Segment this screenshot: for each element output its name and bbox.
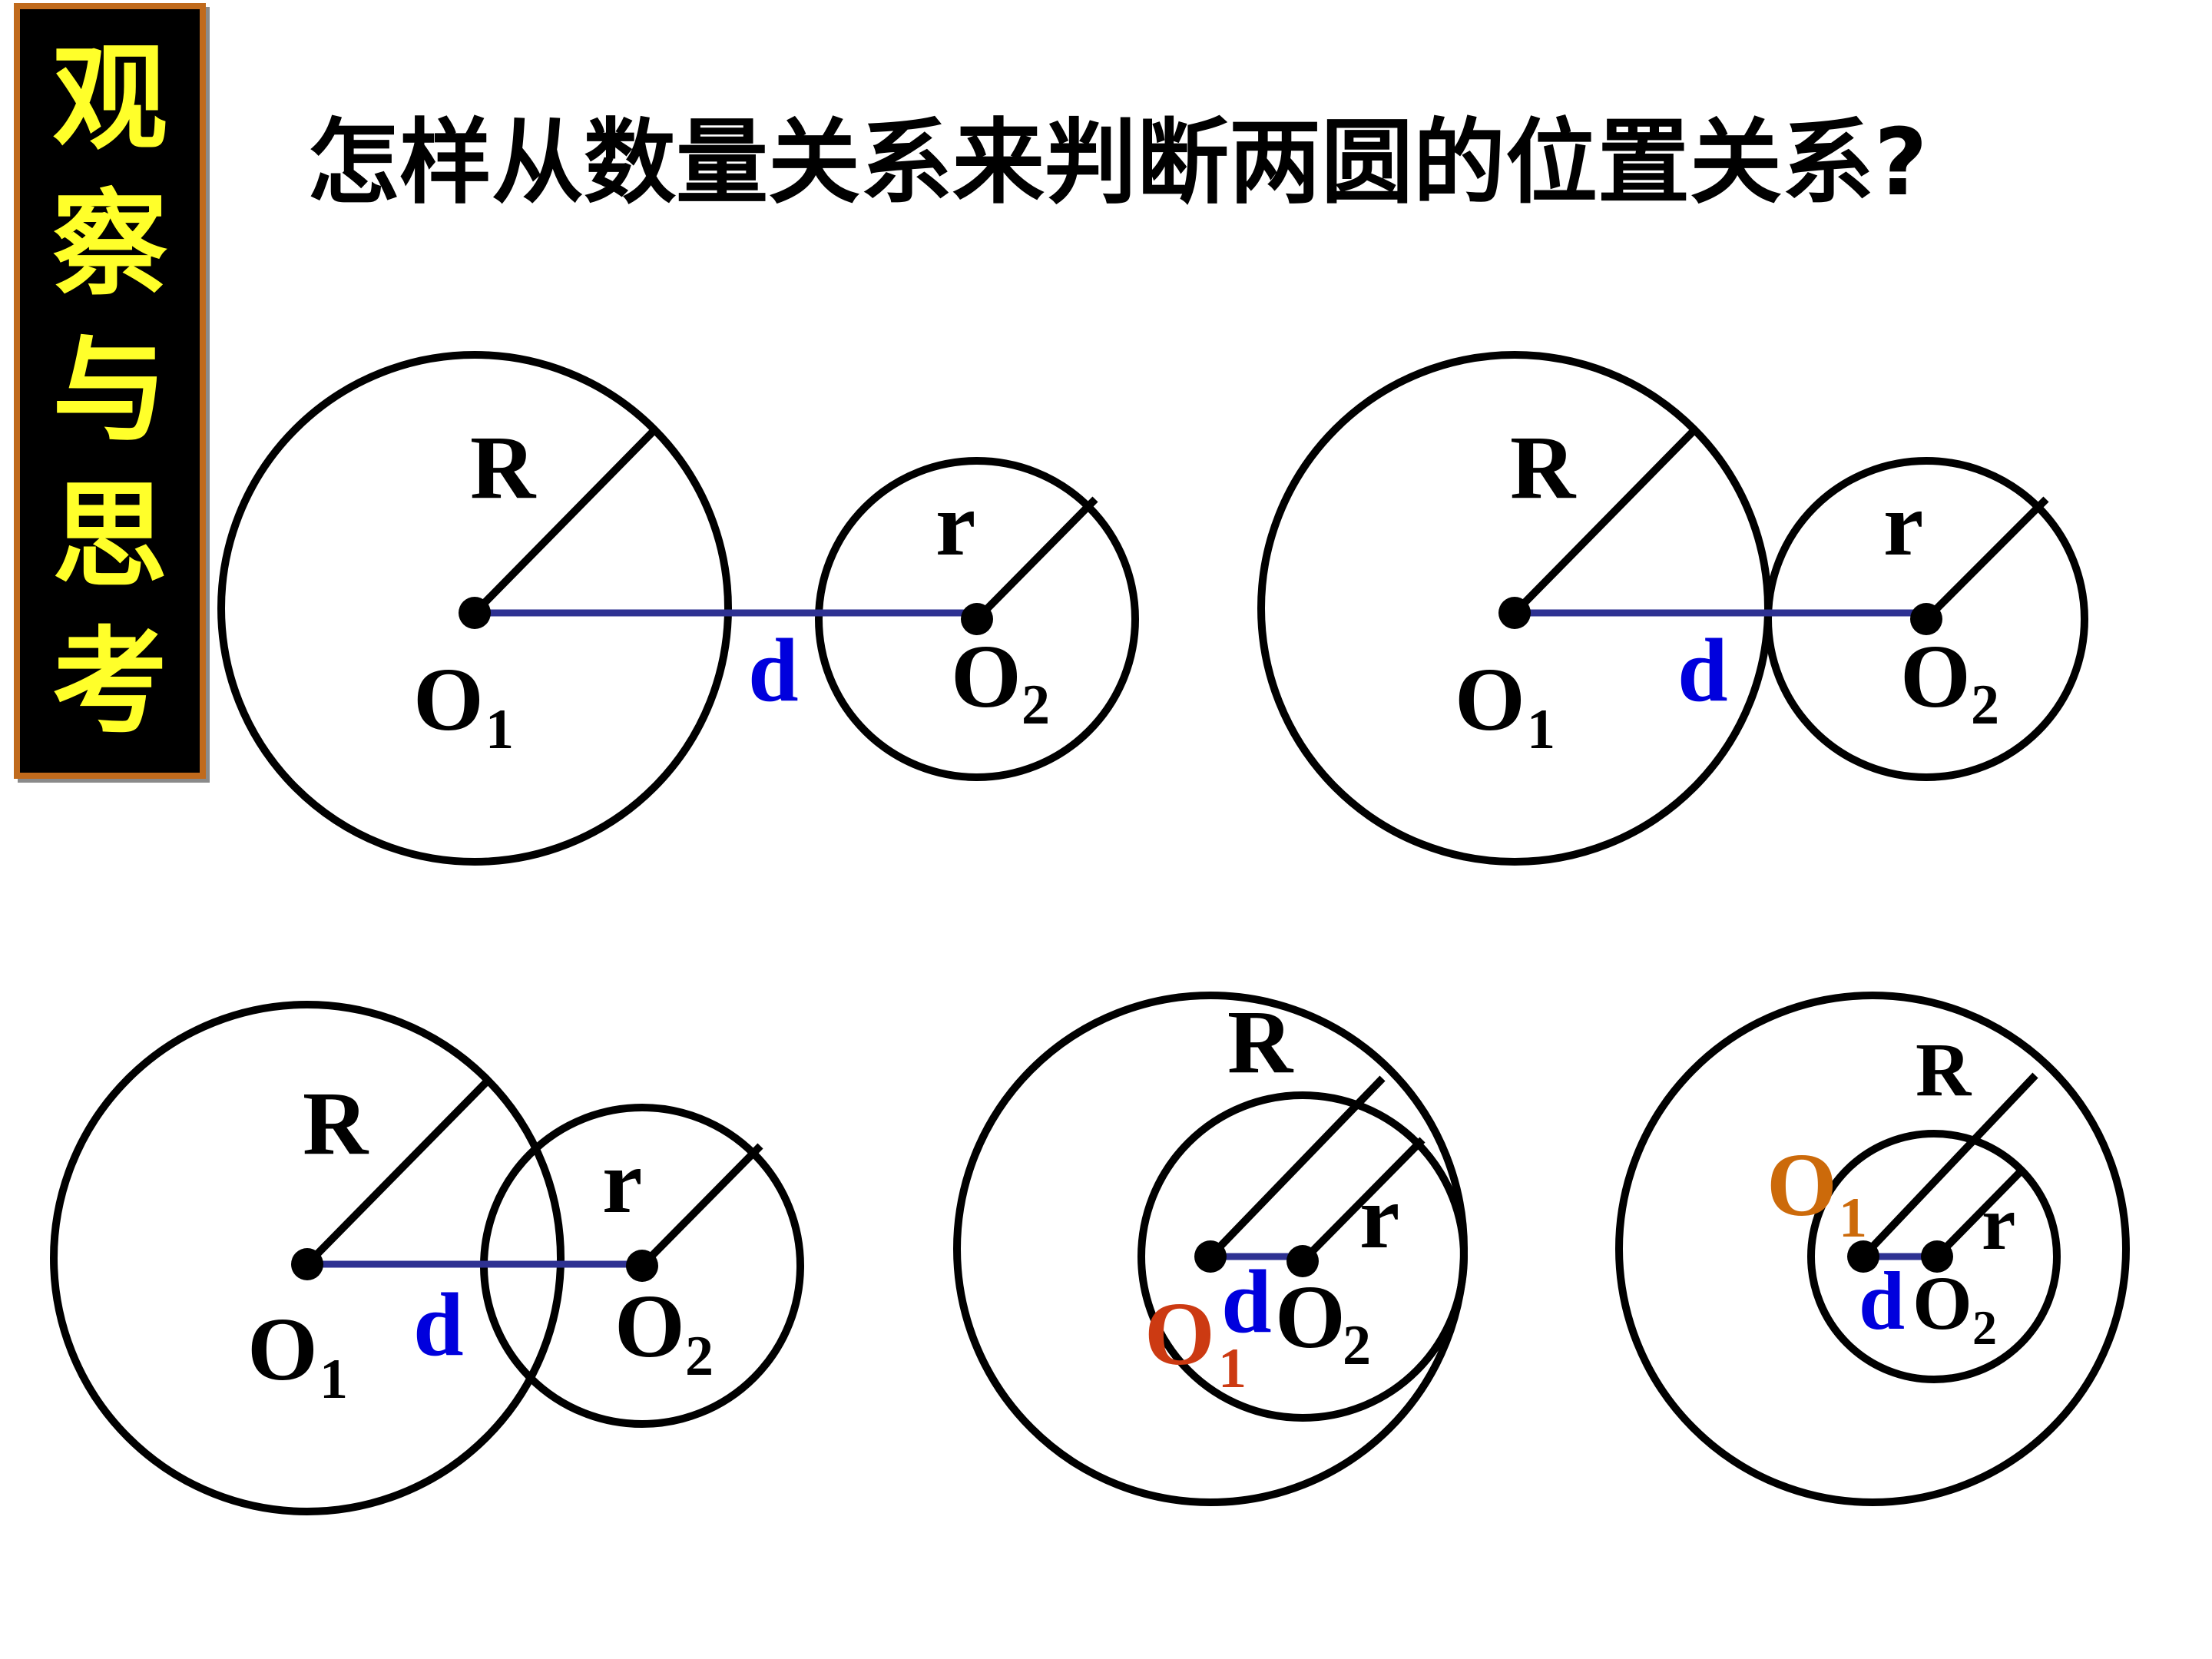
small-radius-line bbox=[1923, 496, 2049, 622]
center2-subscript: 2 bbox=[1343, 1314, 1371, 1377]
center-point-o1 bbox=[291, 1248, 323, 1280]
big-radius-label: R bbox=[1227, 992, 1294, 1092]
distance-label: d bbox=[413, 1274, 464, 1375]
center1-subscript: 1 bbox=[1218, 1337, 1247, 1400]
distance-label: d bbox=[1677, 620, 1728, 720]
center1-label: O bbox=[413, 649, 484, 750]
small-circle bbox=[1807, 1130, 2061, 1383]
center-point-o1 bbox=[1847, 1240, 1879, 1273]
small-radius-line bbox=[1934, 1166, 2026, 1260]
small-radius-label: r bbox=[602, 1131, 642, 1232]
center-point-o1 bbox=[1498, 597, 1531, 629]
center1-label: O bbox=[1455, 649, 1525, 750]
center2-subscript: 2 bbox=[1022, 674, 1050, 737]
small-radius-line bbox=[1300, 1137, 1426, 1264]
center1-label: O bbox=[1144, 1283, 1215, 1384]
diagram-internal-contained: R r d O 1 O 2 bbox=[1615, 992, 2130, 1506]
distance-label: d bbox=[1859, 1256, 1905, 1347]
center-point-o1 bbox=[459, 597, 491, 629]
distance-label: d bbox=[1221, 1251, 1272, 1352]
center-point-o2 bbox=[1921, 1240, 1953, 1273]
side-banner-char: 察 bbox=[51, 178, 167, 312]
side-banner: 观 察 与 思 考 bbox=[14, 3, 206, 779]
center2-label: O bbox=[1912, 1260, 1972, 1346]
big-radius-line bbox=[1860, 1072, 2038, 1260]
big-circle bbox=[217, 351, 732, 866]
center2-label: O bbox=[1900, 626, 1971, 727]
center1-subscript: 1 bbox=[1527, 698, 1555, 761]
big-radius-label: R bbox=[1510, 417, 1577, 518]
side-banner-char: 与 bbox=[51, 324, 167, 458]
center-point-o2 bbox=[961, 603, 993, 635]
page-title: 怎样从数量关系来判断两圆的位置关系? bbox=[307, 110, 1928, 217]
small-radius-label: r bbox=[1359, 1167, 1399, 1267]
small-circle bbox=[1764, 457, 2088, 781]
big-circle bbox=[1615, 992, 2130, 1506]
small-circle bbox=[1137, 1091, 1468, 1422]
diagram-external-tangent: R r d O 1 O 2 bbox=[1257, 351, 2088, 866]
center1-label: O bbox=[247, 1299, 318, 1399]
side-banner-char: 观 bbox=[51, 32, 167, 166]
diagram-internal-tangent: R r d O 1 O 2 bbox=[953, 992, 1468, 1506]
center-point-o2 bbox=[626, 1250, 658, 1282]
side-banner-char: 考 bbox=[51, 616, 167, 750]
center-point-o1 bbox=[1194, 1240, 1227, 1273]
center1-subscript: 1 bbox=[320, 1348, 348, 1411]
big-radius-line bbox=[472, 427, 657, 616]
center2-subscript: 2 bbox=[1972, 1300, 1997, 1355]
center1-subscript: 1 bbox=[485, 698, 514, 761]
center2-label: O bbox=[1275, 1267, 1346, 1367]
big-radius-line bbox=[304, 1078, 490, 1267]
big-radius-line bbox=[1512, 427, 1697, 616]
side-banner-char: 思 bbox=[51, 470, 167, 604]
big-radius-label: R bbox=[470, 417, 537, 518]
center2-subscript: 2 bbox=[685, 1325, 714, 1388]
center-point-o2 bbox=[1910, 603, 1942, 635]
big-radius-label: R bbox=[1916, 1027, 1972, 1112]
diagram-external-separate: R r d O 1 O 2 bbox=[217, 351, 1139, 866]
big-radius-label: R bbox=[303, 1073, 369, 1174]
center-point-o2 bbox=[1286, 1245, 1319, 1277]
center1-label: O bbox=[1767, 1134, 1837, 1235]
big-radius-line bbox=[1207, 1075, 1386, 1260]
center2-label: O bbox=[951, 626, 1022, 727]
center2-subscript: 2 bbox=[1971, 674, 1999, 737]
small-radius-label: r bbox=[935, 474, 975, 575]
small-radius-line bbox=[639, 1143, 763, 1269]
small-radius-label: r bbox=[1982, 1181, 2015, 1266]
diagram-intersecting: R r d O 1 O 2 bbox=[50, 1001, 804, 1515]
center1-subscript: 1 bbox=[1839, 1187, 1867, 1250]
big-circle bbox=[50, 1001, 565, 1515]
center2-label: O bbox=[614, 1276, 685, 1376]
small-radius-line bbox=[974, 496, 1098, 622]
small-circle bbox=[815, 457, 1139, 781]
small-radius-label: r bbox=[1883, 474, 1923, 575]
distance-label: d bbox=[748, 620, 799, 720]
